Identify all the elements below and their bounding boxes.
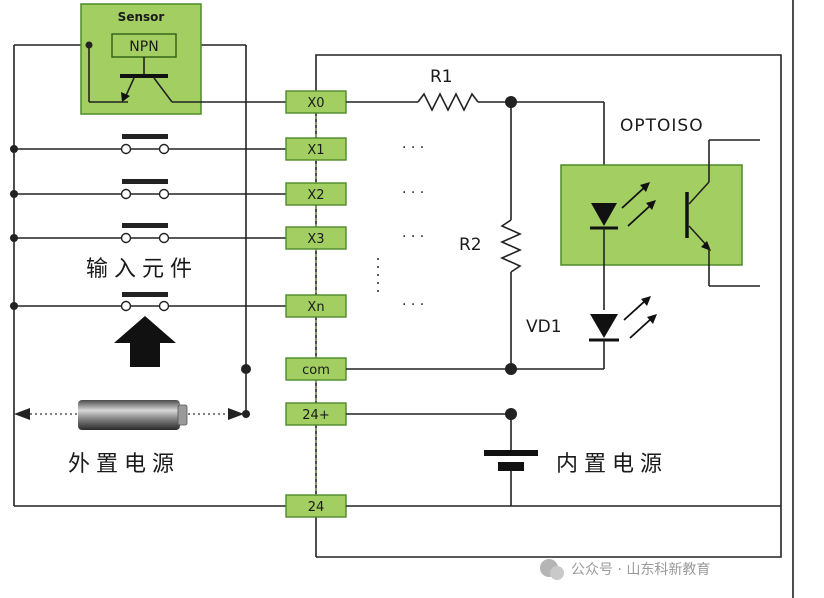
- push-arrow-icon: [114, 316, 176, 367]
- terminal-box: [285, 137, 347, 161]
- terminal-box: [285, 294, 347, 318]
- terminal-label: X2: [307, 188, 324, 203]
- terminal-label: X0: [307, 96, 324, 111]
- terminal-label: X1: [307, 143, 324, 158]
- internal-battery-icon: [484, 450, 538, 471]
- input-elements-label: 输入元件: [86, 257, 198, 282]
- r1-label: R1: [430, 67, 453, 87]
- ellipsis-group: · · · · · · · · · · · ·: [377, 140, 424, 313]
- switch-x3: [120, 223, 170, 244]
- sensor-type: NPN: [129, 39, 158, 55]
- ellipsis-x1: · · ·: [402, 140, 424, 156]
- terminal-xn: Xn: [285, 294, 347, 318]
- internal-junctions: [505, 96, 517, 420]
- vd1-led-icon: [589, 296, 657, 342]
- terminal-box: [285, 226, 347, 250]
- sensor-title: Sensor: [118, 10, 165, 24]
- terminal-label: X3: [307, 232, 324, 247]
- terminal-label: com: [302, 363, 330, 378]
- switch-wires: [14, 148, 286, 307]
- r1-resistor-icon: [417, 92, 479, 112]
- r2-resistor-icon: [500, 219, 522, 273]
- external-battery-icon: [14, 400, 244, 430]
- terminal-x0: X0: [285, 90, 347, 114]
- switch-x2: [120, 179, 170, 200]
- terminal-com: com: [285, 357, 347, 381]
- terminal-label: 24+: [302, 408, 329, 423]
- terminal-x3: X3: [285, 226, 347, 250]
- terminal-v24: 24: [285, 494, 347, 518]
- switch-xn: [120, 292, 170, 312]
- plc-boundary: [315, 54, 782, 558]
- ellipsis-x3: · · ·: [402, 229, 424, 245]
- optoisolator: [560, 164, 743, 266]
- vd1-label: VD1: [526, 317, 562, 337]
- terminal-label: Xn: [307, 300, 324, 315]
- terminal-v24p: 24+: [285, 402, 347, 426]
- terminal-x1: X1: [285, 137, 347, 161]
- ellipsis-xn: · · ·: [402, 297, 424, 313]
- switch-x1: [120, 134, 170, 155]
- optoiso-label: OPTOISO: [620, 116, 704, 136]
- terminal-label: 24: [308, 500, 325, 515]
- sensor: Sensor NPN: [80, 3, 286, 115]
- watermark: 公众号 · 山东科新教育: [540, 559, 710, 580]
- left-junctions: [10, 145, 251, 418]
- r2-label: R2: [459, 235, 482, 255]
- external-power-label: 外置电源: [68, 452, 180, 477]
- terminal-x2: X2: [285, 182, 347, 206]
- ellipsis-x2: · · ·: [402, 185, 424, 201]
- internal-power-label: 内置电源: [556, 452, 668, 477]
- watermark-text: 公众号 · 山东科新教育: [571, 562, 710, 578]
- terminal-box: [285, 182, 347, 206]
